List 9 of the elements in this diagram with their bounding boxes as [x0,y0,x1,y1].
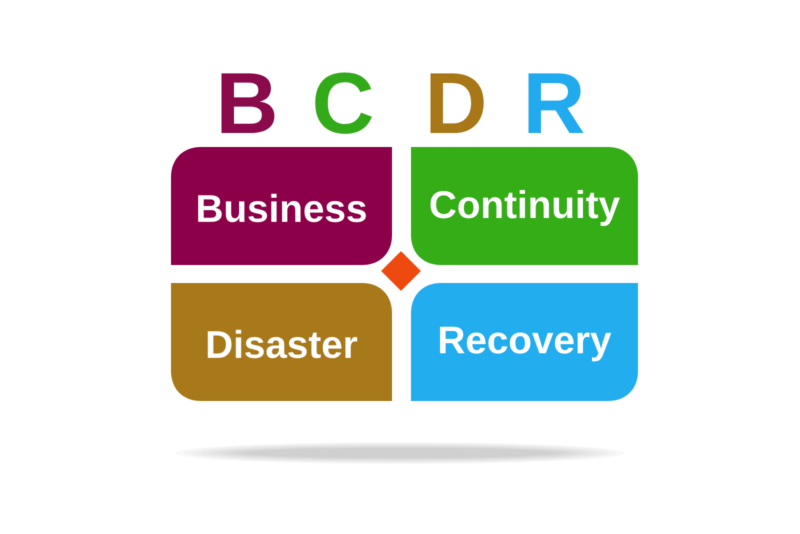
tile: Disaster [171,283,392,401]
letter: D [430,73,484,133]
letter: B [222,73,274,133]
tile: Continuity [411,147,638,265]
diamond-mark [381,251,421,291]
tile: Recovery [411,283,638,401]
tile: Business [171,147,392,265]
letter: R [528,73,584,133]
letter: C [315,72,372,134]
